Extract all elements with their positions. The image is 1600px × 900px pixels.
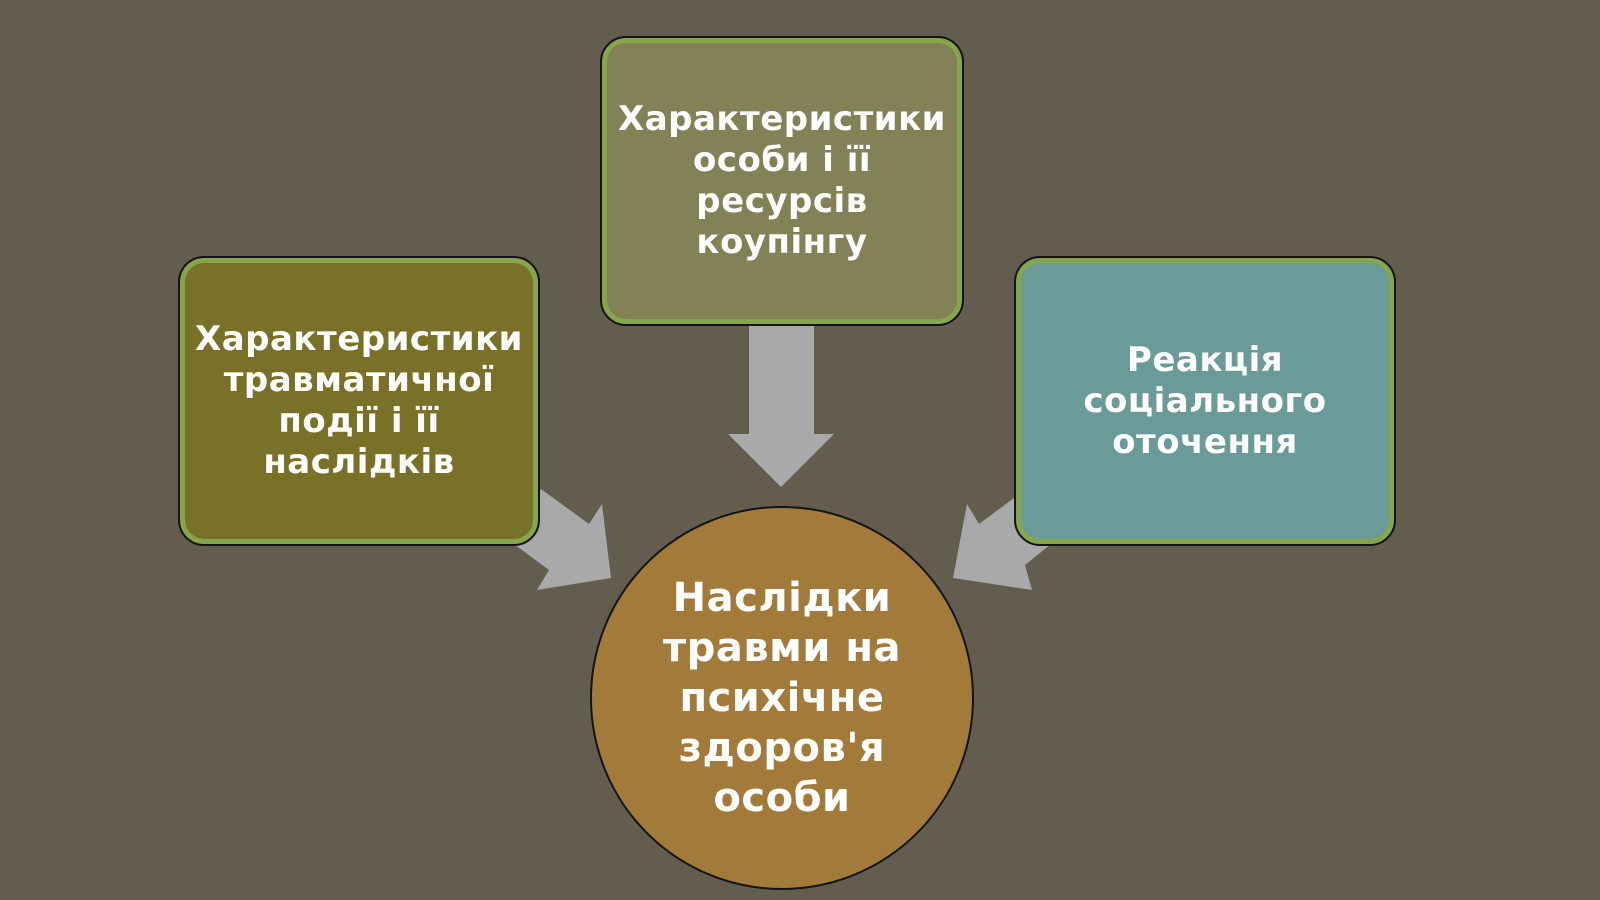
social-environment-reaction-box: Реакція соціального оточення [1014,256,1396,546]
person-coping-resources-box: Характеристики особи і її ресурсів коупі… [600,36,964,326]
social-environment-reaction-label: Реакція соціального оточення [1083,339,1327,462]
arrow-down [728,326,834,487]
trauma-consequences-label: Наслідки травми на психічне здоров'я осо… [663,575,901,821]
trauma-event-characteristics-box: Характеристики травматичної події і її н… [178,256,540,546]
trauma-consequences-circle: Наслідки травми на психічне здоров'я осо… [590,506,974,890]
person-coping-resources-label: Характеристики особи і її ресурсів коупі… [617,99,947,262]
trauma-event-characteristics-label: Характеристики травматичної події і її н… [194,319,524,482]
